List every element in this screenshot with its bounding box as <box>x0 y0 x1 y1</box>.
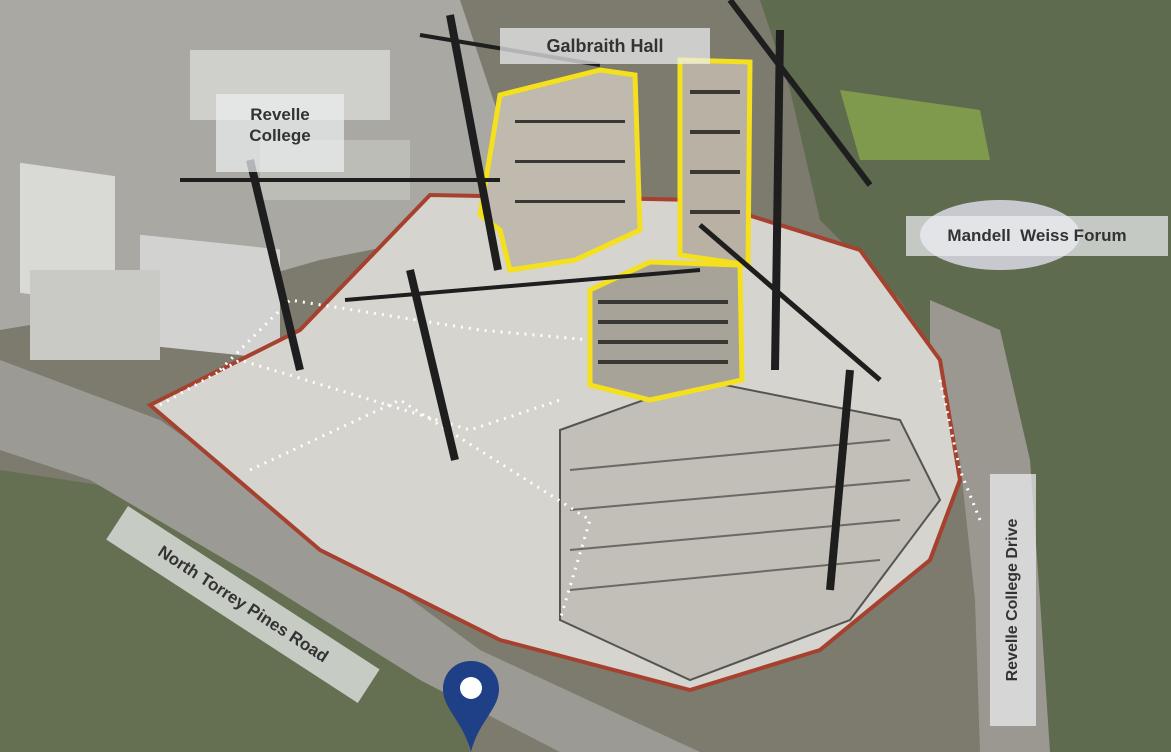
label-galbraith-hall: Galbraith Hall <box>500 28 710 64</box>
dotted-paths <box>159 298 982 621</box>
label-revelle-college-line2: College <box>249 126 311 146</box>
lawn <box>840 90 990 160</box>
label-mandell-weiss-forum: Mandell Weiss Forum <box>906 216 1168 256</box>
label-galbraith-hall-text: Galbraith Hall <box>546 36 664 56</box>
parking-floors <box>569 439 911 591</box>
building-revelle-2 <box>140 234 280 360</box>
cranes <box>180 0 882 591</box>
label-revelle-college-drive-text: Revelle College Drive <box>1004 518 1021 682</box>
tower-windows <box>515 90 740 364</box>
tower-galbraith-west <box>477 67 643 273</box>
label-mandell-weiss-forum-text: Mandell Weiss Forum <box>947 226 1127 245</box>
label-revelle-college: Revelle College <box>216 94 344 172</box>
map-pin-icon[interactable] <box>441 659 501 752</box>
tower-galbraith-south <box>587 259 745 403</box>
building-revelle-4 <box>30 270 160 360</box>
label-revelle-college-drive: Revelle College Drive <box>990 474 1036 726</box>
label-revelle-college-line1: Revelle <box>250 105 310 124</box>
